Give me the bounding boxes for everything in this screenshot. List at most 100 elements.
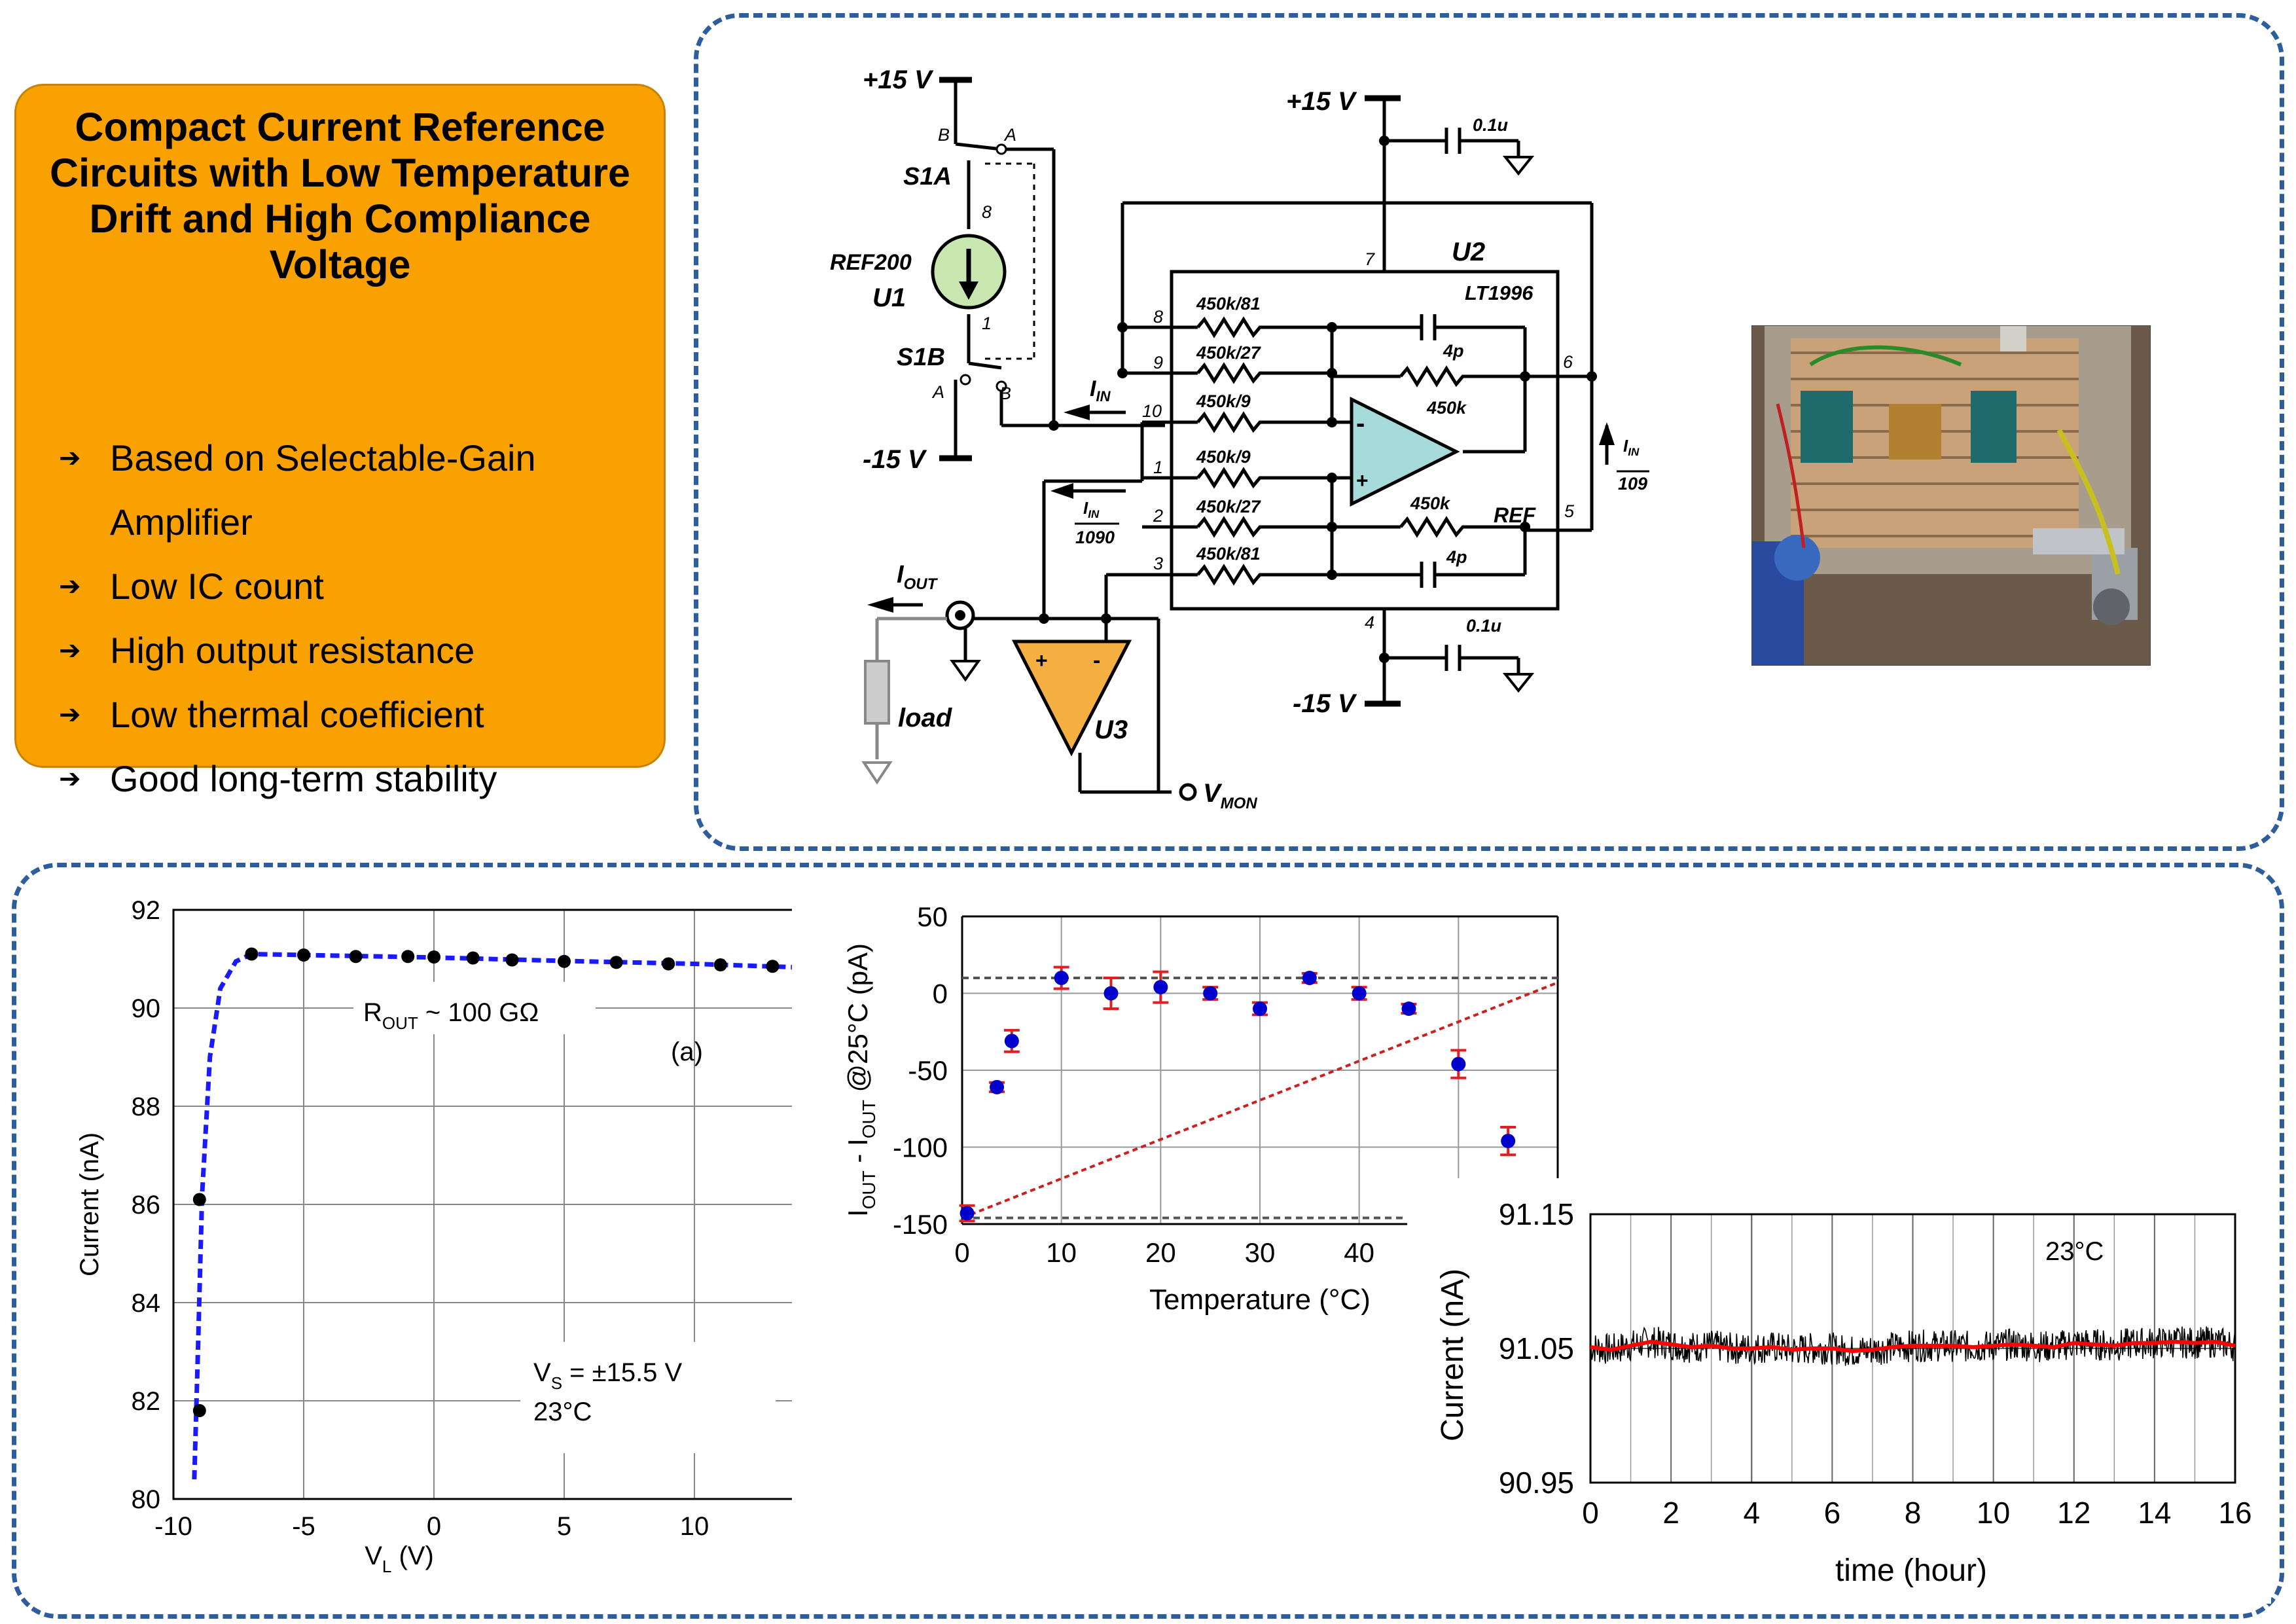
iin-1090-label: IIN: [1083, 498, 1100, 520]
bullet-text: Based on Selectable-Gain Amplifier: [110, 437, 536, 543]
arrow-right-icon: ➔: [59, 572, 81, 601]
chart-c-ytick: 91.05: [1499, 1331, 1574, 1365]
u2-plus: +: [1356, 469, 1369, 492]
pin-4: 4: [1365, 613, 1374, 632]
arrow-right-icon: ➔: [59, 700, 81, 729]
u2-label: U2: [1452, 238, 1485, 266]
chart-c-xtick: 0: [1582, 1496, 1599, 1530]
div-109: 109: [1618, 474, 1647, 494]
chart-a-point: [558, 954, 571, 968]
chart-b-point: [1352, 986, 1367, 1001]
supply-minus-left: -15 V: [863, 445, 927, 474]
load-label: load: [898, 704, 953, 732]
circuit-schematic: +15 V -15 V +15 V -15 V S1A S1B REF200 U…: [830, 65, 1649, 812]
iin-label: IIN: [1090, 376, 1111, 405]
chart-b-point: [1004, 1034, 1019, 1049]
switch-s1a: S1A: [903, 163, 952, 190]
chart-a-ytick: 84: [132, 1289, 161, 1318]
chart-a-ylabel: Current (nA): [75, 1132, 104, 1276]
pin-7: 7: [1365, 249, 1375, 269]
bullet-item: ➔ Based on Selectable-Gain Amplifier: [52, 426, 655, 554]
chart-b-ylabel: IOUT - IOUT @25°C (pA): [842, 943, 879, 1217]
chart-b-point: [1203, 986, 1218, 1001]
resistor-9: 450k/27: [1196, 343, 1262, 363]
pin-5: 5: [1564, 501, 1575, 521]
switch-s1b: S1B: [897, 344, 945, 371]
pin-3: 3: [1153, 554, 1163, 573]
bullet-text: Good long-term stability: [110, 758, 497, 799]
chart-c-ytick: 91.15: [1499, 1197, 1574, 1231]
chart-c-xlabel: time (hour): [1835, 1553, 1987, 1588]
chart-c-raw-trace: [1590, 1326, 2236, 1366]
bullet-item: ➔Low thermal coefficient: [52, 683, 655, 747]
chart-b-point: [1153, 980, 1168, 995]
chart-a-ytick: 92: [132, 896, 161, 925]
chart-a-point: [466, 951, 480, 965]
chart-b-point: [960, 1206, 975, 1221]
chart-b-ytick: -100: [893, 1132, 948, 1163]
switch-b-top: B: [938, 125, 950, 145]
chart-c-xtick: 4: [1743, 1496, 1760, 1530]
u1-part: REF200: [830, 250, 912, 275]
iout-label: IOUT: [897, 561, 939, 593]
arrow-right-icon: ➔: [59, 444, 81, 473]
chart-c-xtick: 14: [2138, 1496, 2171, 1530]
pin-2: 2: [1153, 506, 1163, 526]
summary-box: Compact Current Reference Circuits with …: [14, 84, 666, 799]
chart-a-point: [192, 1404, 206, 1417]
cap-fb: 4p: [1443, 341, 1464, 361]
cap-bottom: 0.1u: [1466, 616, 1502, 636]
pin-9: 9: [1153, 353, 1163, 372]
chart-c-xtick: 6: [1824, 1496, 1841, 1530]
chart-b-point: [990, 1079, 1005, 1094]
charts-panel: [12, 863, 2284, 1619]
chart-c-xtick: 16: [2218, 1496, 2251, 1530]
poster-title: Compact Current Reference Circuits with …: [50, 105, 630, 287]
circuit-board-photo: [1751, 325, 2151, 666]
chart-a-frame: [172, 909, 792, 1500]
bullet-item: ➔Low IC count: [52, 554, 655, 619]
chart-a-point: [192, 1193, 206, 1206]
resistor-3: 450k/81: [1196, 544, 1261, 564]
chart-c-xtick: 8: [1905, 1496, 1922, 1530]
chart-a-panel-label: (a): [671, 1038, 703, 1066]
arrow-right-icon: ➔: [59, 765, 81, 793]
cap-top: 0.1u: [1473, 115, 1509, 135]
chart-a-point: [427, 950, 440, 964]
chart-b-xtick: 0: [954, 1237, 969, 1268]
chart-a-xtick: -10: [154, 1512, 192, 1541]
u1-pin-8: 8: [982, 202, 992, 222]
chart-a-vs-annotation: VS = ±15.5 V: [533, 1358, 683, 1393]
chart-b-point: [1501, 1134, 1516, 1149]
bullet-list: ➔ Based on Selectable-Gain Amplifier ➔Low…: [52, 426, 655, 811]
pin-8: 8: [1153, 307, 1163, 327]
resistor-8: 450k/81: [1196, 294, 1261, 314]
pin-6: 6: [1563, 352, 1573, 372]
chart-a-ytick: 82: [132, 1387, 161, 1416]
resistor-10: 450k/9: [1196, 391, 1251, 411]
chart-a-ytick: 80: [132, 1485, 161, 1514]
u2-minus: -: [1356, 409, 1365, 438]
u1-pin-1: 1: [982, 314, 992, 333]
u3-label: U3: [1094, 715, 1128, 744]
resistor-2: 450k/27: [1196, 497, 1262, 516]
u3-plus: +: [1035, 649, 1048, 672]
schematic-panel: [694, 13, 2284, 851]
u3-minus: -: [1093, 648, 1100, 673]
chart-a-ytick: 88: [132, 1092, 161, 1121]
chart-a-xlabel: VL (V): [365, 1542, 434, 1576]
div-1090: 1090: [1075, 528, 1115, 547]
chart-b-ytick: -150: [893, 1209, 948, 1240]
chart-b-ytick: -50: [908, 1055, 948, 1086]
bullet-text: High output resistance: [110, 630, 475, 671]
chart-a-fit-line: [192, 951, 792, 1480]
chart-a-point: [766, 960, 780, 973]
vmon-label: VMON: [1203, 779, 1257, 812]
switch-b-bottom: B: [999, 384, 1011, 403]
chart-c-xtick: 10: [1977, 1496, 2010, 1530]
chart-c-ytick: 90.95: [1499, 1466, 1574, 1500]
chart-a-xtick: 10: [680, 1512, 709, 1541]
chart-b-xtick: 40: [1344, 1237, 1374, 1268]
